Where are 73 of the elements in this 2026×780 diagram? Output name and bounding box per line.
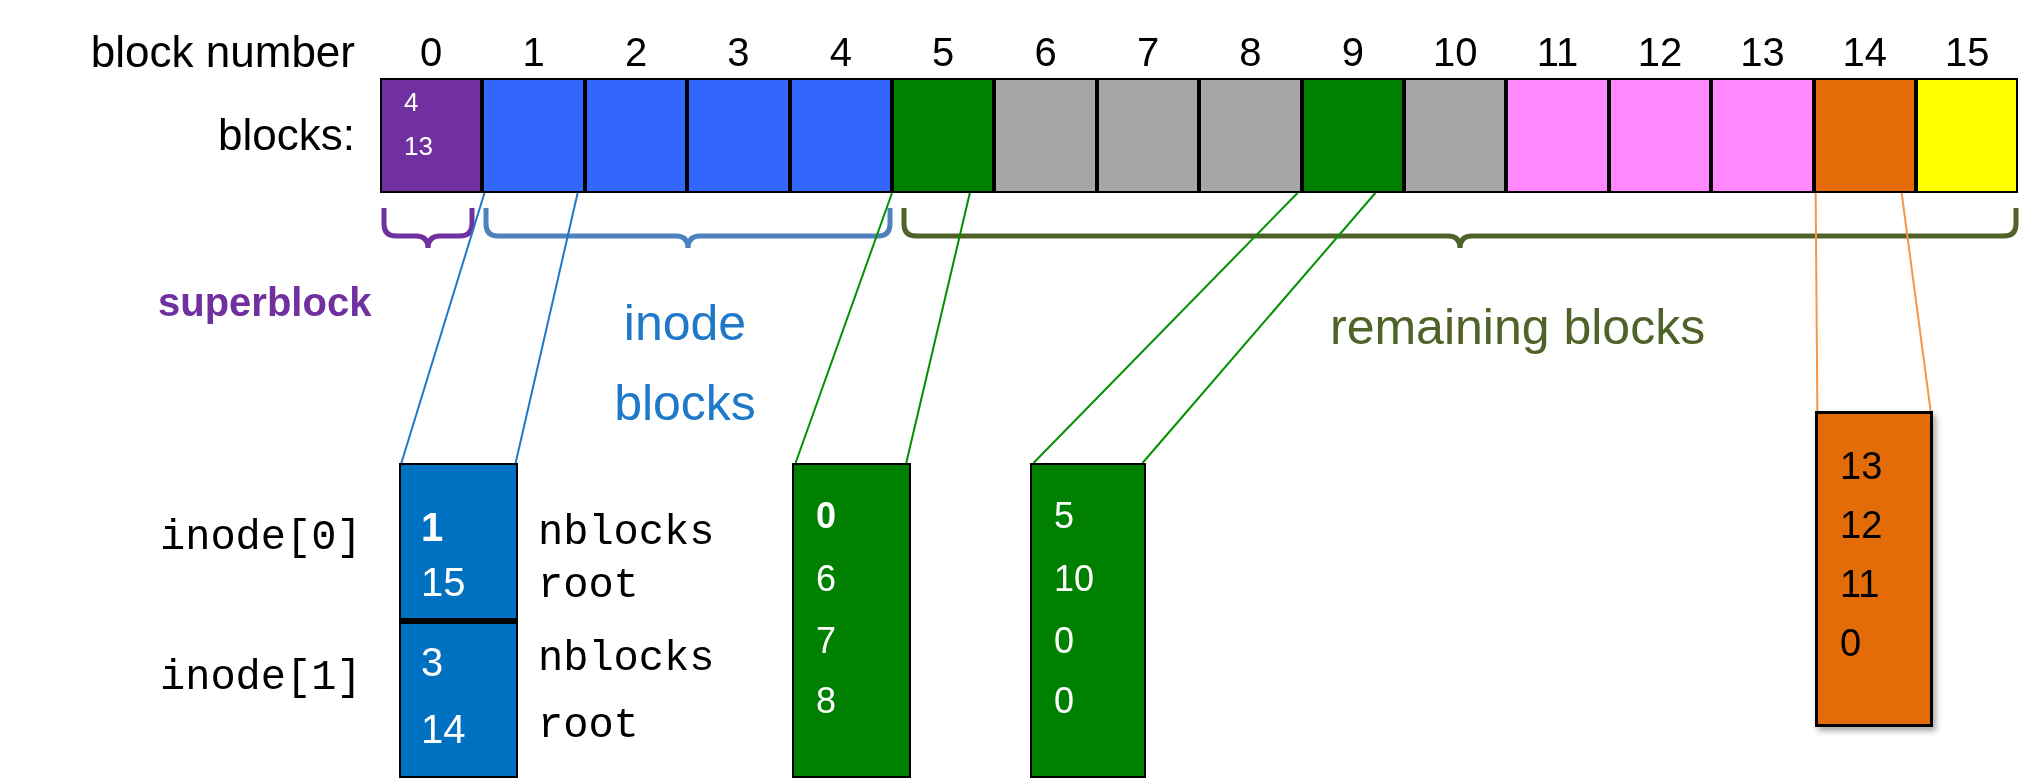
block-number: 9 bbox=[1341, 29, 1364, 76]
block-number: 10 bbox=[1432, 29, 1478, 76]
region-label: remaining blocks bbox=[1330, 298, 1706, 357]
data-block bbox=[1815, 411, 1933, 727]
disk-block bbox=[994, 78, 1097, 193]
block-value: 0 bbox=[1840, 624, 1862, 662]
block-value: 13 bbox=[404, 133, 433, 159]
block-value: 15 bbox=[421, 562, 466, 602]
disk-block bbox=[1096, 78, 1200, 193]
block-value: 11 bbox=[1840, 565, 1880, 603]
block-number: 4 bbox=[829, 29, 852, 76]
data-block bbox=[792, 463, 911, 778]
field-name: root bbox=[538, 700, 639, 752]
disk-block bbox=[380, 78, 483, 193]
block-value: 3 bbox=[421, 642, 444, 682]
block-number: 1 bbox=[522, 29, 545, 76]
block-number: 0 bbox=[420, 29, 443, 76]
block-number: 6 bbox=[1034, 29, 1057, 76]
block-value: 8 bbox=[816, 683, 837, 719]
block-value: 10 bbox=[1054, 561, 1095, 597]
disk-block bbox=[1711, 78, 1814, 193]
disk-block bbox=[1404, 78, 1507, 193]
block-number: 11 bbox=[1536, 29, 1579, 76]
inode-label: inode[0] bbox=[160, 512, 362, 564]
zoom-line bbox=[1900, 192, 1932, 412]
block-number: 2 bbox=[624, 29, 648, 76]
field-name: nblocks bbox=[538, 633, 715, 685]
block-number: 15 bbox=[1944, 29, 1990, 76]
block-number: 13 bbox=[1740, 29, 1785, 76]
disk-block bbox=[1813, 78, 1916, 193]
region-label: inode blocks bbox=[613, 294, 757, 433]
block-value: 0 bbox=[1054, 683, 1075, 719]
region-label: superblock bbox=[158, 279, 372, 326]
block-value: 5 bbox=[1054, 498, 1075, 534]
zoom-line bbox=[1814, 192, 1819, 412]
block-value: 0 bbox=[1054, 623, 1075, 659]
zoom-line bbox=[1032, 192, 1299, 464]
zoom-line bbox=[794, 192, 893, 464]
block-number: 5 bbox=[932, 29, 955, 76]
block-number: 7 bbox=[1136, 29, 1160, 76]
zoom-line bbox=[400, 192, 486, 464]
disk-block bbox=[584, 78, 688, 193]
block-value: 1 bbox=[421, 507, 444, 547]
disk-block bbox=[482, 78, 585, 193]
block-value: 0 bbox=[816, 498, 837, 534]
data-block bbox=[1030, 463, 1146, 778]
block-number: 3 bbox=[727, 29, 750, 76]
disk-block bbox=[1916, 78, 2019, 193]
disk-block bbox=[687, 78, 790, 193]
block-value: 14 bbox=[421, 709, 466, 749]
disk-block bbox=[1301, 78, 1404, 193]
disk-block bbox=[1199, 78, 1302, 193]
disk-block bbox=[1506, 78, 1609, 193]
inode-block bbox=[399, 463, 518, 778]
field-name: nblocks bbox=[538, 507, 715, 559]
block-number: 14 bbox=[1842, 29, 1888, 76]
zoom-line bbox=[1141, 192, 1377, 464]
block-value: 7 bbox=[816, 623, 837, 659]
block-number: 8 bbox=[1239, 29, 1262, 76]
disk-block bbox=[789, 78, 892, 193]
field-name: root bbox=[538, 560, 639, 612]
row-heading: block number bbox=[90, 25, 355, 78]
block-value: 13 bbox=[1840, 447, 1883, 485]
block-number: 12 bbox=[1637, 29, 1683, 76]
block-value: 12 bbox=[1840, 506, 1883, 544]
inode-label: inode[1] bbox=[160, 652, 362, 704]
row-heading: blocks: bbox=[218, 108, 355, 161]
zoom-line bbox=[514, 192, 579, 464]
block-value: 4 bbox=[404, 89, 419, 115]
disk-block bbox=[1608, 78, 1712, 193]
zoom-line bbox=[905, 192, 971, 464]
disk-block bbox=[892, 78, 995, 193]
block-value: 6 bbox=[816, 561, 837, 597]
